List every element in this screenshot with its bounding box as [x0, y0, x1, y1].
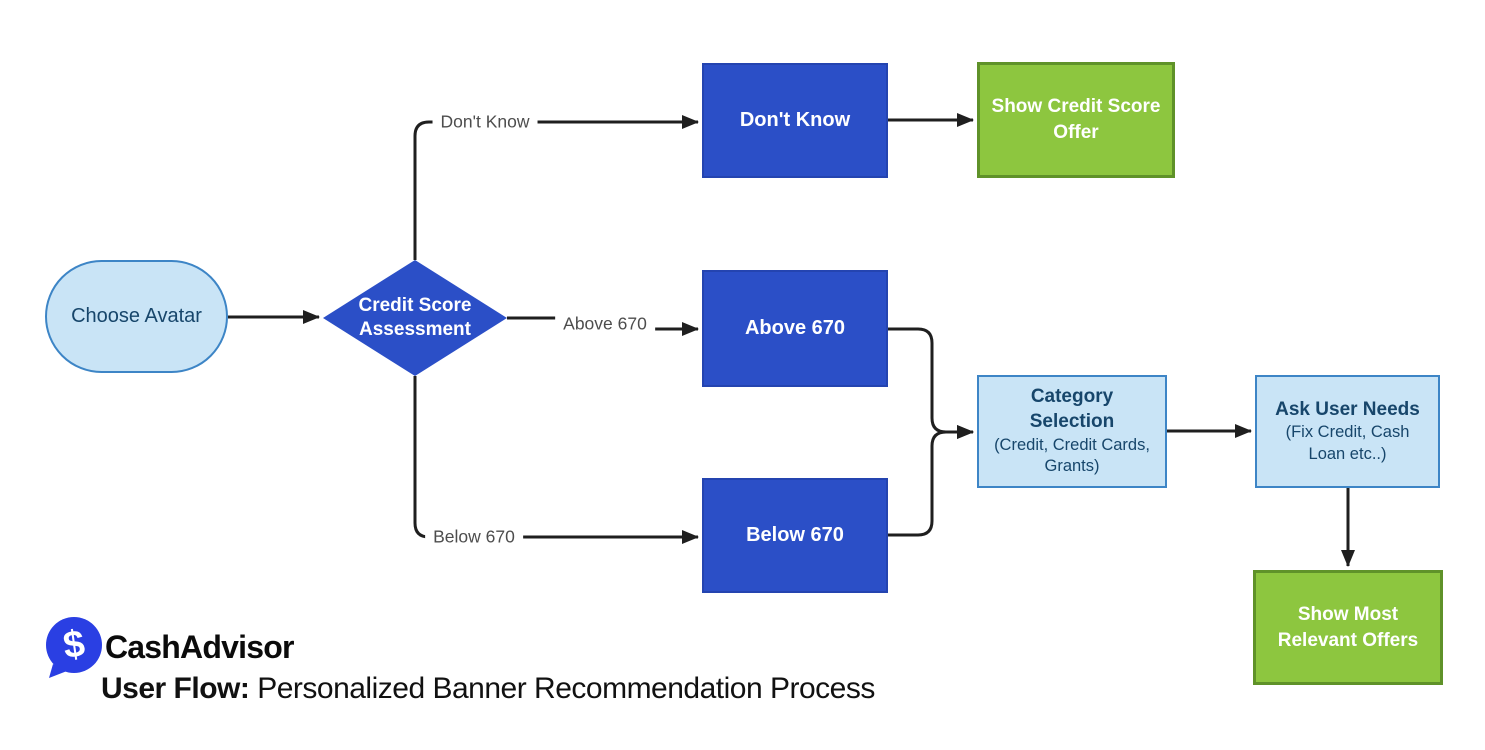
node-category-selection-title: Category Selection	[1029, 386, 1115, 433]
node-credit-score-assessment-label: Credit Score Assessment	[358, 295, 472, 340]
node-category-selection: Category Selection (Credit, Credit Cards…	[977, 375, 1167, 488]
node-above-670-label: Above 670	[744, 317, 846, 339]
flow-title-rest: Personalized Banner Recommendation Proce…	[249, 672, 875, 705]
node-above-670: Above 670	[702, 270, 888, 387]
edge-decision-to-dont-know	[413, 115, 699, 260]
node-category-selection-subtitle: (Credit, Credit Cards, Grants)	[994, 435, 1150, 476]
node-dont-know-label: Don't Know	[739, 109, 851, 131]
edge-above-to-category	[888, 327, 974, 439]
node-below-670-label: Below 670	[746, 524, 844, 546]
edge-label-below-670: Below 670	[425, 525, 523, 549]
node-show-credit-score-offer: Show Credit Score Offer	[977, 62, 1175, 178]
node-below-670: Below 670	[702, 478, 888, 593]
node-ask-user-needs: Ask User Needs (Fix Credit, Cash Loan et…	[1255, 375, 1440, 488]
node-show-most-relevant-offers-label: Show Most Relevant Offers	[1277, 603, 1419, 651]
node-show-credit-score-offer-label: Show Credit Score Offer	[991, 96, 1161, 143]
edge-label-dont-know: Don't Know	[432, 110, 538, 134]
node-ask-user-needs-title: Ask User Needs	[1275, 398, 1420, 420]
flow-title-prefix: User Flow:	[101, 672, 250, 705]
node-credit-score-assessment: Credit Score Assessment	[323, 260, 507, 376]
edge-decision-to-below	[413, 376, 699, 544]
node-choose-avatar-label: Choose Avatar	[71, 305, 202, 327]
node-choose-avatar: Choose Avatar	[45, 260, 228, 373]
edge-below-to-category	[888, 425, 974, 537]
node-show-most-relevant-offers: Show Most Relevant Offers	[1253, 570, 1443, 685]
node-dont-know: Don't Know	[702, 63, 888, 178]
dollar-speech-bubble-icon: $	[46, 617, 102, 678]
brand-name: CashAdvisor	[105, 629, 294, 665]
node-ask-user-needs-subtitle: (Fix Credit, Cash Loan etc..)	[1285, 423, 1410, 463]
flow-title: User Flow: Personalized Banner Recommend…	[101, 672, 875, 706]
edge-label-above-670: Above 670	[555, 312, 655, 336]
